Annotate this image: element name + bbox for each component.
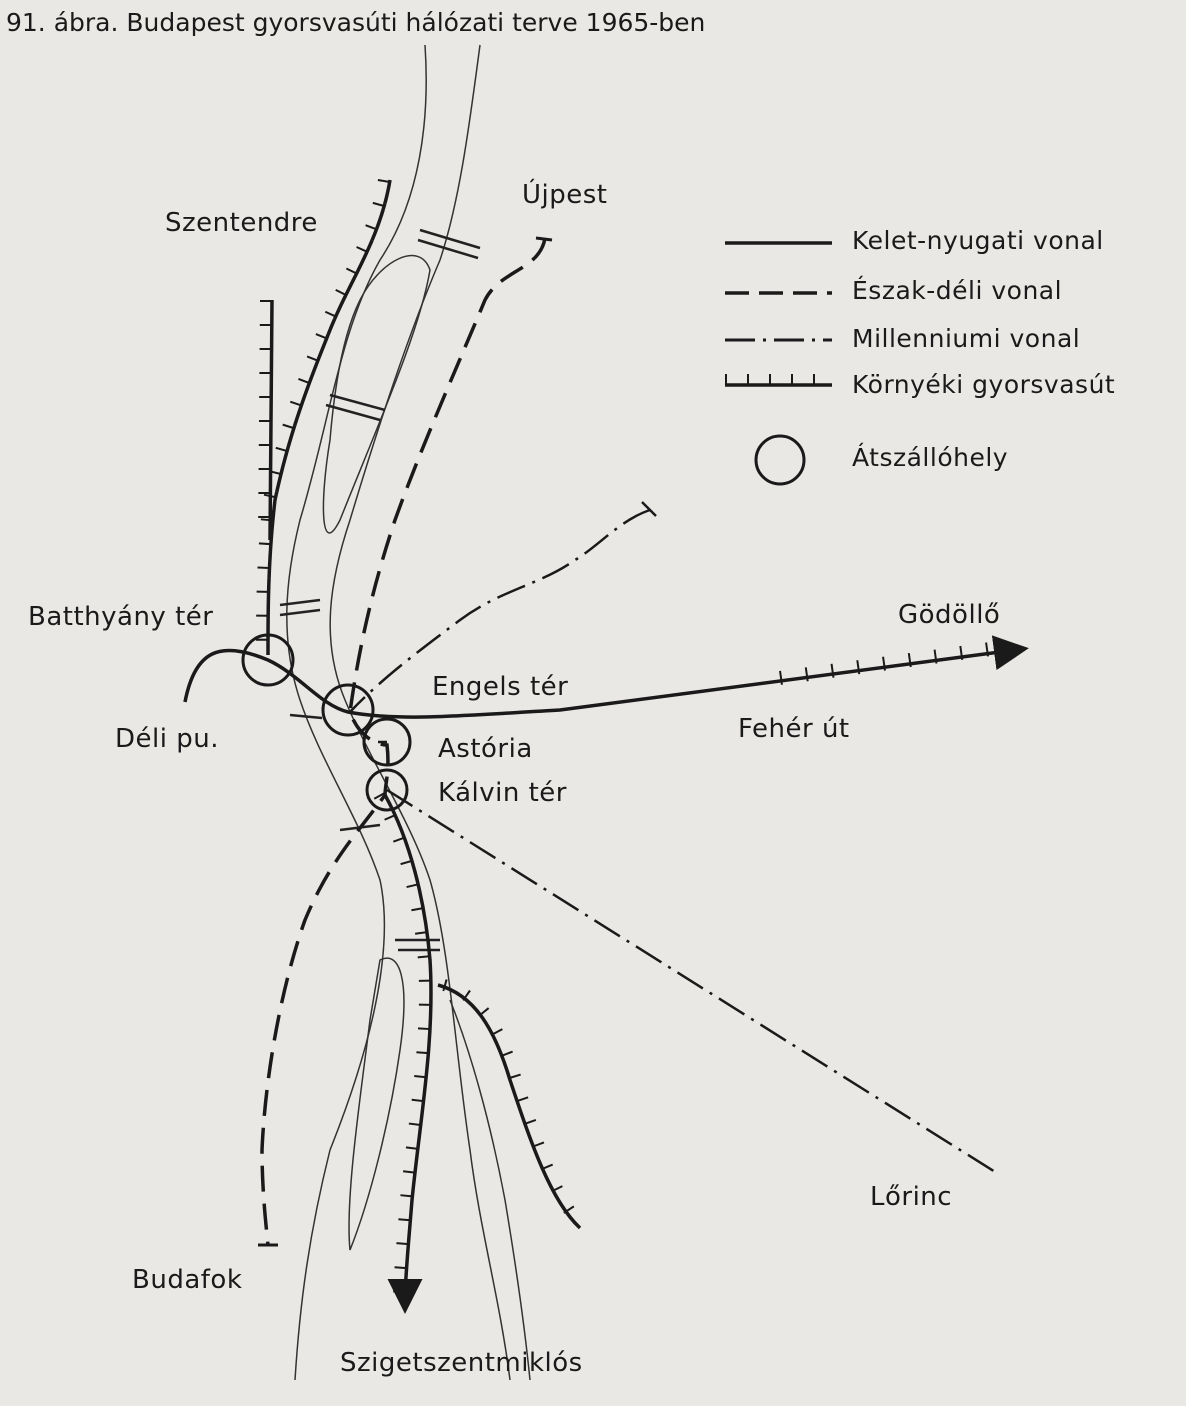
label-lorinc: Lőrinc [870,1182,953,1212]
figure-title: 91. ábra. Budapest gyorsvasúti hálózati … [6,8,706,37]
legend-label-east-west: Kelet-nyugati vonal [852,226,1104,255]
label-engels: Engels tér [432,672,569,702]
north-south-line [260,237,547,1246]
label-astoria: Astória [438,734,533,764]
legend-label-north-south: Észak-déli vonal [852,276,1063,305]
label-szigetszentmiklos: Szigetszentmiklós [340,1348,583,1378]
bridges [279,228,481,952]
danube-river [286,44,531,1381]
transfer-astoria [362,717,412,767]
label-godollo: Gödöllő [898,600,1001,630]
label-kalvin: Kálvin tér [438,778,567,808]
szentendre-line [266,179,392,656]
legend-label-transfer: Átszállóhely [852,443,1009,472]
csepel-line [437,983,582,1230]
transfer-kalvin [365,768,409,812]
millennium-line [349,508,1001,1177]
legend-label-millennium: Millenniumi vonal [852,324,1081,353]
szentendre-ticks [256,179,390,656]
szigetszentmiklos-line [383,794,433,1314]
label-szentendre: Szentendre [165,208,318,238]
legend-samples [725,241,832,486]
millennium-end-tick [641,501,657,517]
east-west-line [183,635,1029,719]
transfer-engels [321,683,375,737]
ujpest-end-tick [535,236,553,242]
label-ujpest: Újpest [522,180,608,210]
label-batthyany: Batthyány tér [28,602,214,632]
label-feher: Fehér út [738,714,850,744]
legend-circle [754,434,806,486]
transfer-batthyany [241,633,295,687]
godollo-ticks [779,642,991,685]
legend-label-suburban: Környéki gyorsvasút [852,370,1116,399]
branch-line [268,299,274,541]
transfer-stations [241,633,412,812]
label-budafok: Budafok [132,1265,243,1295]
suburban-rail-lines [256,179,991,1314]
label-deli: Déli pu. [115,724,219,754]
